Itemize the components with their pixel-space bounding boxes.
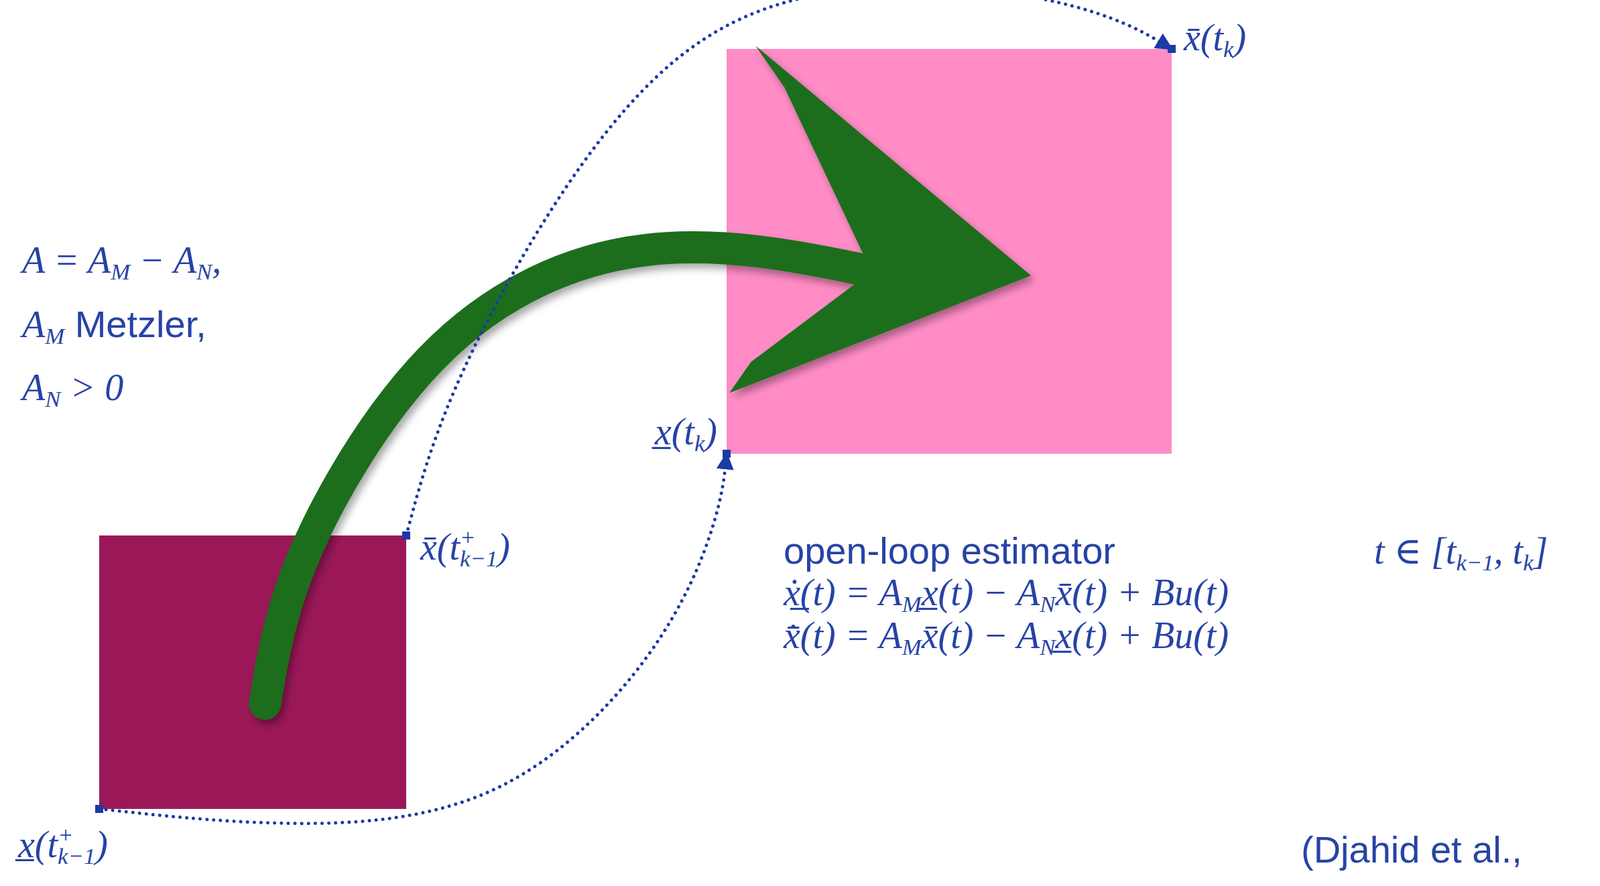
text-run: ) (1233, 16, 1247, 59)
text-run: > 0 (60, 366, 124, 409)
text-run: (Djahid et al., (1301, 828, 1523, 871)
text-run: k−1 (57, 843, 96, 870)
text-run: M (902, 634, 922, 661)
text-run: N (1039, 634, 1056, 661)
text-run: ) (95, 823, 108, 866)
bound-label: x̲(t+k−1) (18, 821, 108, 871)
lower-bound-trajectory-group (99, 453, 727, 824)
text-run: k (1223, 36, 1234, 63)
bound-box-lower: x̄(t+k−1)x̲(t+k−1) (99, 535, 407, 810)
text-run: t ∈ [t (1374, 530, 1456, 572)
text-run: N (196, 258, 212, 285)
text-run: ) (497, 526, 511, 568)
text-run: ) (704, 410, 718, 453)
text-run: x̄(t) − A (921, 614, 1041, 657)
matrix-split: A = AM − AN, (22, 238, 222, 286)
text-run: x̄(t (420, 526, 460, 568)
arrow-head (729, 45, 1031, 393)
box-fill (99, 535, 407, 810)
text-run: , t (1494, 530, 1524, 572)
text-run: x̄̇(t) = A (783, 614, 903, 657)
text-run: , (211, 239, 222, 281)
text-run: k−1 (1455, 549, 1494, 576)
upper-bound-trajectory-group (406, 0, 1172, 536)
text-run: x̄(t) + Bu(t) (1055, 571, 1230, 614)
text-run: A (22, 366, 45, 409)
bound-label: x̲(tk) (654, 410, 718, 458)
upper-equation: x̄̇(t) = AMx̄(t) − ANx̲(t) + Bu(t) (783, 613, 1229, 661)
text-run: open-loop estimator (783, 529, 1116, 572)
lower-bound-trajectory (99, 453, 727, 824)
text-run: x̲(t (18, 823, 58, 866)
positivity-note: AN > 0 (22, 365, 124, 413)
text-run: M (902, 591, 922, 618)
citation: (Djahid et al., (1301, 828, 1523, 872)
evolution-arrow (264, 247, 872, 704)
text-run: k−1 (459, 545, 498, 572)
text-run: x̲(t (654, 410, 695, 453)
text-run: A (22, 303, 45, 346)
text-run: x̲(t) + Bu(t) (1055, 614, 1230, 657)
text-run: Metzler, (64, 302, 207, 346)
text-run: M (44, 323, 65, 350)
bound-label: x̄(t+k−1) (420, 524, 511, 573)
text-run: k (694, 430, 705, 457)
metzler-note: AM Metzler, (22, 302, 207, 350)
lower-equation: ẋ̲(t) = AMx̲(t) − ANx̄(t) + Bu(t) (783, 571, 1229, 619)
text-run: N (44, 386, 61, 413)
text-run: x̄(t (1183, 16, 1224, 59)
text-run: − A (130, 239, 197, 281)
bound-label: x̄(tk) (1183, 16, 1247, 64)
text-run: x̲(t) − A (921, 571, 1041, 614)
estimator-title: open-loop estimator (783, 529, 1116, 573)
text-run: k (1522, 549, 1533, 576)
corner-marker (722, 449, 731, 458)
upper-bound-trajectory (406, 0, 1172, 536)
text-run: A = A (22, 239, 111, 281)
text-run: M (110, 258, 131, 285)
time-interval: t ∈ [tk−1, tk] (1374, 529, 1548, 577)
evolution-arrow-group (264, 45, 1031, 704)
text-run: ] (1533, 530, 1549, 572)
text-run: ẋ̲(t) = A (783, 571, 903, 614)
bound-box-upper: x̄(tk)x̲(tk) (726, 48, 1172, 454)
text-run: N (1039, 591, 1056, 618)
